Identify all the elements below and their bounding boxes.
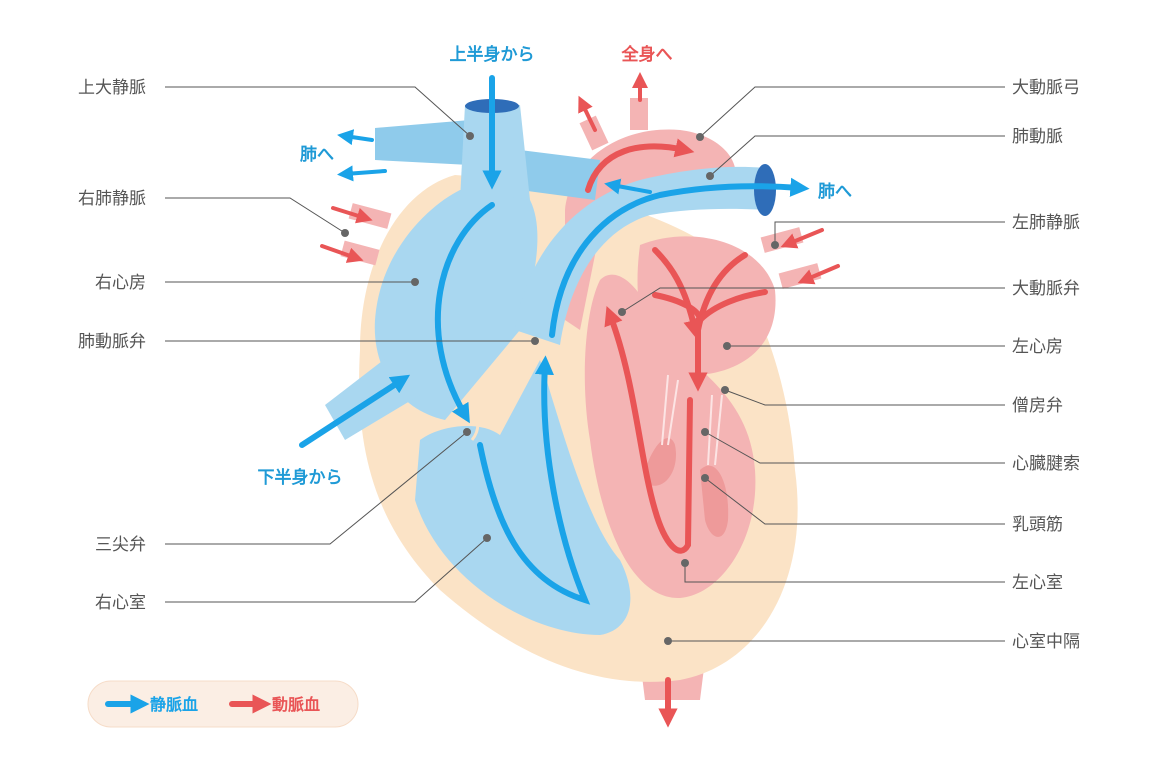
pa-left-arrow	[604, 178, 652, 195]
papillary-muscle-right	[700, 465, 729, 537]
aortic-branch-1	[579, 115, 609, 151]
aorta-outflow-arrow	[585, 138, 695, 193]
label-pa: 肺動脈	[1012, 127, 1063, 147]
la-flow-arrow-4	[697, 289, 768, 323]
label-svc: 上大静脈	[78, 78, 146, 98]
lung-left-arrow-2	[337, 165, 387, 182]
lung-left-arrow-1	[337, 129, 374, 146]
leader-dots	[341, 132, 779, 645]
pulmonary-trunk-left	[520, 150, 600, 200]
label-rv: 右心室	[95, 593, 146, 613]
rpv-inflow-1	[331, 206, 373, 224]
flow-label-upper: 上半身から	[450, 44, 535, 65]
arterial-flow	[320, 72, 840, 728]
ivc-inflow-arrow	[299, 374, 411, 448]
la-flow-arrow-1	[652, 247, 703, 340]
right-pulmonary-artery	[375, 120, 470, 165]
rv-flow-arrow	[477, 355, 591, 605]
label-rpv: 右肺静脈	[78, 189, 146, 209]
rpv-inflow-2	[320, 244, 364, 263]
label-ct: 心臓腱索	[1012, 454, 1080, 474]
label-lpv: 左肺静脈	[1012, 213, 1080, 233]
label-la: 左心房	[1012, 337, 1063, 357]
flow-label-lung-right: 肺へ	[818, 182, 852, 202]
aortic-branch-arrow-1	[578, 95, 597, 132]
label-lv: 左心室	[1012, 573, 1063, 593]
legend-box	[87, 680, 359, 728]
flow-label-lung-left: 肺へ	[300, 145, 334, 165]
legend: 静脈血 動脈血	[87, 680, 359, 728]
label-arch: 大動脈弓	[1012, 78, 1080, 98]
label-mv: 僧房弁	[1012, 396, 1063, 416]
lv-flow-arrow	[604, 306, 693, 554]
flow-label-whole: 全身へ	[621, 44, 673, 65]
aortic-branch-2	[630, 98, 648, 130]
label-tv: 三尖弁	[95, 535, 146, 555]
lpv-inflow-2	[797, 264, 840, 285]
flow-label-lower: 下半身から	[258, 467, 343, 488]
pa-flow-arrow	[549, 177, 810, 338]
ra-flow-arrow	[434, 202, 495, 424]
label-pv: 肺動脈弁	[78, 332, 146, 352]
papillary-muscle-left	[645, 438, 676, 486]
label-septum: 心室中隔	[1012, 632, 1080, 652]
pulmonary-artery-opening	[754, 164, 776, 216]
label-ra: 右心房	[95, 273, 146, 293]
chordae-tendineae	[661, 374, 723, 466]
venous-flow	[299, 75, 810, 605]
right-atrium	[374, 190, 538, 420]
legend-venous-label: 静脈血	[150, 695, 198, 714]
label-av: 大動脈弁	[1012, 279, 1080, 299]
leader-lines	[165, 86, 1005, 642]
lpv-inflow-1	[780, 228, 824, 249]
label-pm: 乳頭筋	[1012, 515, 1063, 535]
legend-arterial-label: 動脈血	[272, 695, 320, 714]
tricuspid-valve	[468, 404, 480, 441]
